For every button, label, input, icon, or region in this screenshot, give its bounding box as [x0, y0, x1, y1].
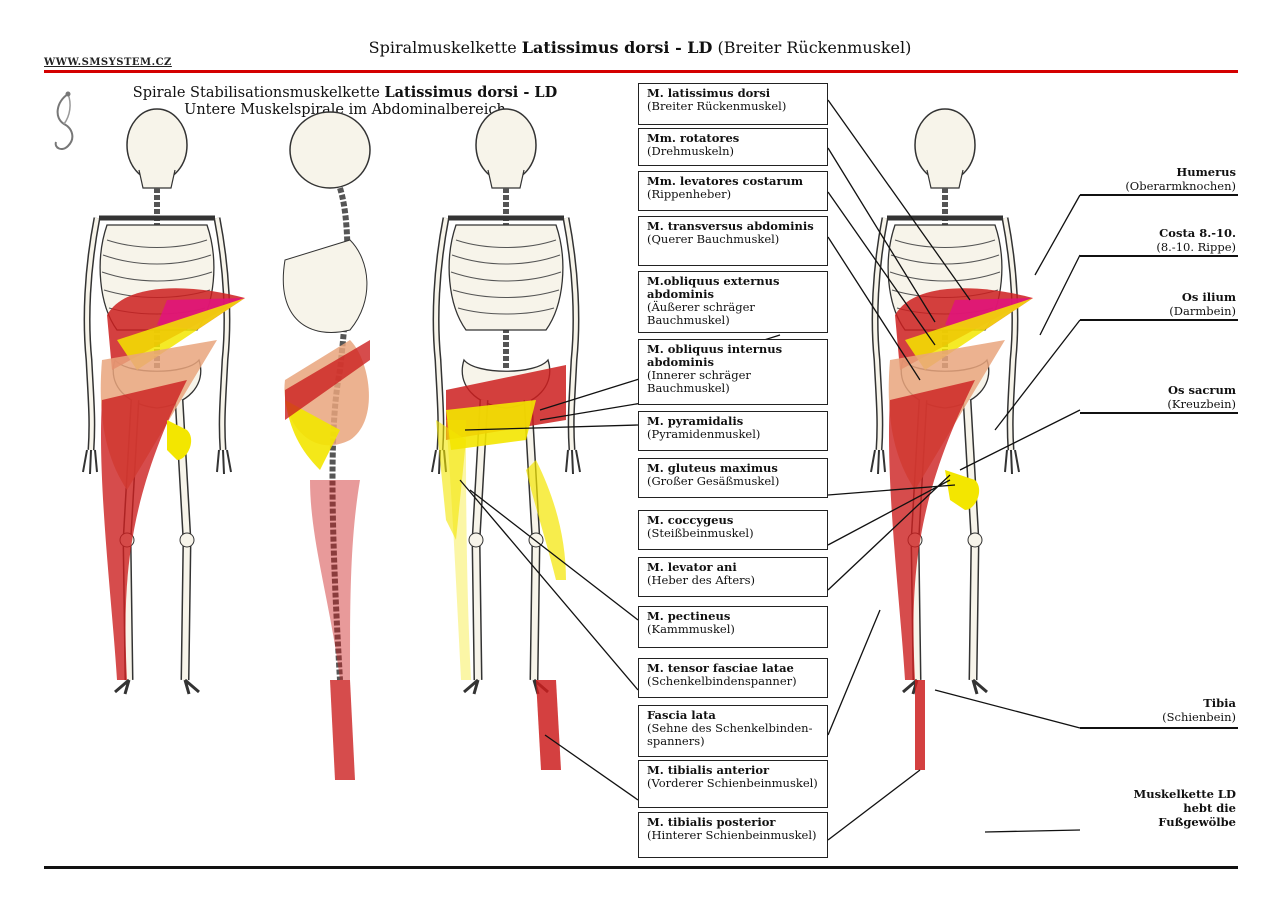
label-box-levator-ani: M. levator ani(Heber des Afters)	[638, 557, 828, 597]
label-box-latissimus-dorsi: M. latissimus dorsi(Breiter Rückenmuskel…	[638, 83, 828, 125]
label-box-fascia-lata: Fascia lata(Sehne des Schenkelbinden-spa…	[638, 705, 828, 757]
label-underline	[1080, 412, 1238, 414]
label-box-obliquus-internus: M. obliquus internus abdominis(Innerer s…	[638, 339, 828, 405]
label-box-coccygeus: M. coccygeus(Steißbeinmuskel)	[638, 510, 828, 550]
label-underline	[1080, 194, 1238, 196]
label-tibia: Tibia(Schienbein)	[1162, 696, 1236, 724]
label-box-obliquus-externus: M.obliquus externus abdominis(Äußerer sc…	[638, 271, 828, 333]
label-os-ilium: Os ilium(Darmbein)	[1169, 290, 1236, 318]
label-os-sacrum: Os sacrum(Kreuzbein)	[1167, 383, 1236, 411]
label-underline	[1080, 319, 1238, 321]
label-box-gluteus-maximus: M. gluteus maximus(Großer Gesäßmuskel)	[638, 458, 828, 498]
label-underline	[1080, 255, 1238, 257]
label-box-transversus-abdominis: M. transversus abdominis(Querer Bauchmus…	[638, 216, 828, 266]
label-underline	[1080, 727, 1238, 729]
label-box-pyramidalis: M. pyramidalis(Pyramidenmuskel)	[638, 411, 828, 451]
label-box-tensor-fasciae-latae: M. tensor fasciae latae(Schenkelbindensp…	[638, 658, 828, 698]
label-box-levatores-costarum: Mm. levatores costarum(Rippenheber)	[638, 171, 828, 211]
label-box-rotatores: Mm. rotatores(Drehmuskeln)	[638, 128, 828, 166]
label-costa: Costa 8.-10.(8.-10. Rippe)	[1156, 226, 1236, 254]
label-humerus: Humerus(Oberarmknochen)	[1125, 165, 1236, 193]
label-box-pectineus: M. pectineus(Kammmuskel)	[638, 606, 828, 648]
label-box-tibialis-anterior: M. tibialis anterior(Vorderer Schienbein…	[638, 760, 828, 808]
label-box-tibialis-posterior: M. tibialis posterior(Hinterer Schienbei…	[638, 812, 828, 858]
